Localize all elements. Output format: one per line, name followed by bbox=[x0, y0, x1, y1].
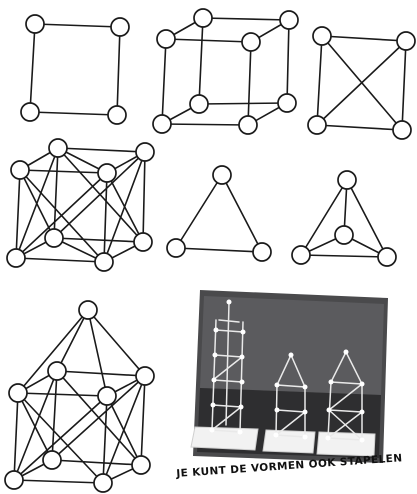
model-joint bbox=[360, 410, 365, 415]
node bbox=[242, 33, 260, 51]
model-joint bbox=[360, 382, 365, 387]
node bbox=[111, 18, 129, 36]
node bbox=[5, 471, 23, 489]
node bbox=[95, 253, 113, 271]
node bbox=[134, 233, 152, 251]
node bbox=[313, 27, 331, 45]
model-joint bbox=[210, 428, 215, 433]
model-joint bbox=[303, 385, 308, 390]
model-joint bbox=[360, 438, 365, 443]
node bbox=[378, 248, 396, 266]
model-joint bbox=[240, 355, 245, 360]
model-joint bbox=[327, 408, 332, 413]
node bbox=[335, 226, 353, 244]
node bbox=[45, 229, 63, 247]
model-joint bbox=[289, 353, 294, 358]
model-joint bbox=[214, 328, 219, 333]
model-joint bbox=[275, 383, 280, 388]
model-joint bbox=[344, 350, 349, 355]
node bbox=[136, 143, 154, 161]
triangle-figure bbox=[167, 166, 271, 261]
node bbox=[11, 161, 29, 179]
model-joint bbox=[241, 330, 246, 335]
node bbox=[153, 115, 171, 133]
node bbox=[167, 239, 185, 257]
node bbox=[157, 30, 175, 48]
model-joint bbox=[329, 380, 334, 385]
model-joint bbox=[239, 405, 244, 410]
model-joint bbox=[213, 353, 218, 358]
node bbox=[213, 166, 231, 184]
node bbox=[280, 11, 298, 29]
model-joint bbox=[227, 300, 232, 305]
model-joint bbox=[240, 380, 245, 385]
node bbox=[308, 116, 326, 134]
model-joint bbox=[212, 378, 217, 383]
square-figure bbox=[21, 15, 129, 124]
model-joint bbox=[274, 433, 279, 438]
node bbox=[393, 121, 411, 139]
cube-with-diagonals-figure bbox=[7, 139, 154, 271]
node bbox=[49, 139, 67, 157]
model-joint bbox=[303, 435, 308, 440]
node bbox=[397, 32, 415, 50]
node bbox=[239, 116, 257, 134]
node bbox=[190, 95, 208, 113]
model-joint bbox=[211, 403, 216, 408]
node bbox=[7, 249, 25, 267]
model-base bbox=[263, 430, 315, 453]
node bbox=[26, 15, 44, 33]
stacked-models-photo bbox=[191, 290, 388, 463]
model-base bbox=[317, 432, 375, 456]
node bbox=[79, 301, 97, 319]
node bbox=[98, 387, 116, 405]
node bbox=[278, 94, 296, 112]
model-joint bbox=[238, 430, 243, 435]
model-joint bbox=[303, 410, 308, 415]
square-with-diagonals-figure bbox=[308, 27, 415, 139]
node bbox=[43, 451, 61, 469]
node bbox=[94, 474, 112, 492]
node bbox=[132, 456, 150, 474]
node bbox=[98, 164, 116, 182]
model-joint bbox=[326, 436, 331, 441]
node bbox=[292, 246, 310, 264]
node bbox=[338, 171, 356, 189]
node bbox=[21, 103, 39, 121]
node bbox=[108, 106, 126, 124]
node bbox=[194, 9, 212, 27]
model-joint bbox=[275, 408, 280, 413]
cube-figure bbox=[153, 9, 298, 134]
node bbox=[48, 362, 66, 380]
tetrahedron-figure bbox=[292, 171, 396, 266]
node bbox=[253, 243, 271, 261]
node bbox=[136, 367, 154, 385]
node bbox=[9, 384, 27, 402]
cube-with-pyramid-figure bbox=[5, 301, 154, 492]
